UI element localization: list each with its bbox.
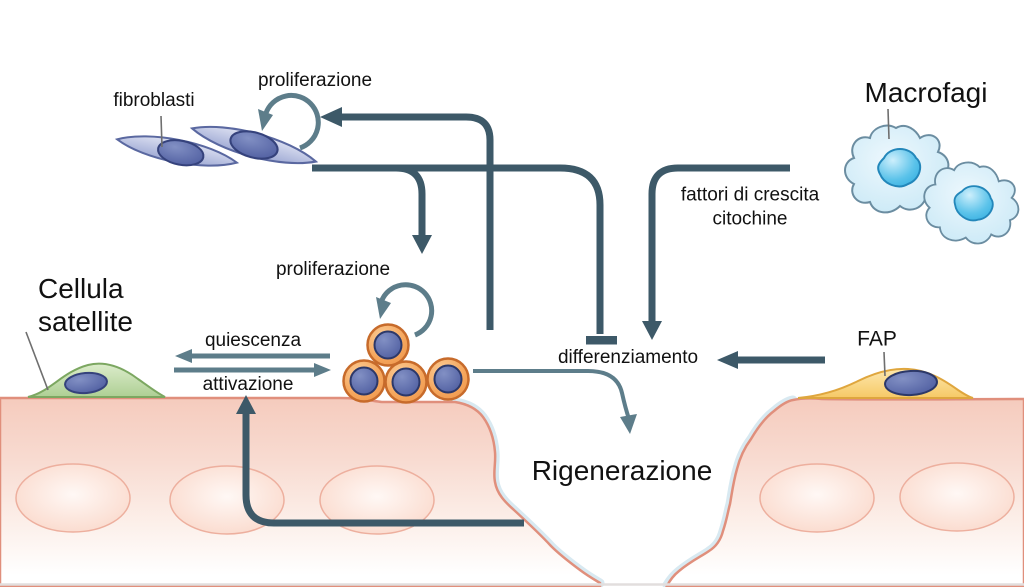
macrophage-cell <box>844 124 950 214</box>
label-fattori-line2: citochine <box>712 209 788 230</box>
to-fibroblast-proliferation-line <box>342 113 494 330</box>
macrophage-output-line <box>648 164 790 322</box>
dark-arrow-lines <box>242 113 825 527</box>
arrowhead-left-differenziamento <box>717 351 738 369</box>
fibroblast-output-line <box>312 164 604 334</box>
fibroblast-proliferation-loop <box>263 92 321 151</box>
muscle-fiber-ovals <box>15 462 1015 535</box>
fibroblast-nucleus <box>157 139 205 167</box>
macrophage-cell <box>923 161 1020 245</box>
arrowhead-differentiation <box>620 414 637 434</box>
muscle-fiber-oval <box>759 463 875 533</box>
arrowhead-down-differenziamento <box>642 321 662 340</box>
arrowhead-myoblast-loop <box>376 297 391 319</box>
muscle-fiber-oval <box>15 463 131 533</box>
arrowhead-left-to-fibro-loop <box>320 107 342 127</box>
label-cellula-satellite: Cellula satellite <box>38 272 133 338</box>
macrophage-nucleus <box>877 148 922 188</box>
label-fap: FAP <box>857 327 897 351</box>
dark-arrow-heads <box>236 107 738 414</box>
label-proliferazione-fibroblasti: proliferazione <box>257 69 373 91</box>
fap-cell <box>797 367 974 399</box>
myoblast-cell <box>366 323 410 367</box>
label-cellula-line2: satellite <box>38 306 133 337</box>
fibroblasti-pointer-line <box>160 115 163 148</box>
myoblast-cell <box>426 357 470 401</box>
muscle-left <box>0 396 602 587</box>
myoblast-nucleus <box>433 364 463 394</box>
light-arrow-heads <box>175 109 637 434</box>
macrophage-cells <box>844 124 1020 245</box>
macrofagi-pointer-line <box>887 108 890 140</box>
fibroblast-cells <box>114 125 319 167</box>
inhibition-bar-differenziamento <box>586 336 617 345</box>
cellula-satellite-pointer-line <box>25 331 49 391</box>
arrowhead-attivazione <box>314 363 331 377</box>
satellite-nucleus <box>64 371 108 395</box>
myoblast-cell <box>342 359 386 403</box>
label-fattori-citochine: fattori di crescita citochine <box>681 184 819 233</box>
label-rigenerazione: Rigenerazione <box>531 455 713 487</box>
label-quiescenza: quiescenza <box>204 329 302 351</box>
label-fibroblasti: fibroblasti <box>113 89 195 111</box>
fibroblast-nucleus <box>229 130 279 160</box>
activation-from-muscle-line <box>242 413 524 527</box>
label-differenziamento: differenziamento <box>557 346 699 368</box>
myoblast-proliferation-loop <box>379 282 435 338</box>
branch-to-myoblast-line <box>395 164 426 237</box>
satellite-cell <box>27 362 166 398</box>
differentiation-curve <box>473 369 631 420</box>
muscle-fiber-oval <box>899 462 1015 532</box>
label-cellula-line1: Cellula <box>38 272 124 304</box>
label-macrofagi: Macrofagi <box>864 77 988 109</box>
label-fattori-line1: fattori di crescita <box>680 184 820 206</box>
label-attivazione: attivazione <box>202 373 294 395</box>
fibroblast-cell <box>189 125 319 165</box>
arrowhead-down-to-myoblasts <box>412 235 432 254</box>
label-pointer-lines <box>25 108 890 391</box>
myoblast-cluster <box>342 323 470 404</box>
macrophage-nucleus <box>953 185 994 222</box>
arrowhead-quiescenza <box>175 349 192 363</box>
myoblast-cell <box>384 360 428 404</box>
label-proliferazione-mioblasti: proliferazione <box>275 258 391 280</box>
myoblast-nucleus <box>349 366 379 396</box>
arrowhead-up-attivazione <box>236 395 256 414</box>
light-arrow-lines <box>174 92 631 420</box>
muscle-fiber-oval <box>319 465 435 535</box>
myoblast-nucleus <box>373 330 403 360</box>
arrowhead-fibro-loop <box>258 109 273 131</box>
fibroblast-cell <box>114 135 240 167</box>
fap-pointer-line <box>883 351 886 377</box>
myoblast-nucleus <box>391 367 421 397</box>
fap-nucleus <box>884 369 938 397</box>
